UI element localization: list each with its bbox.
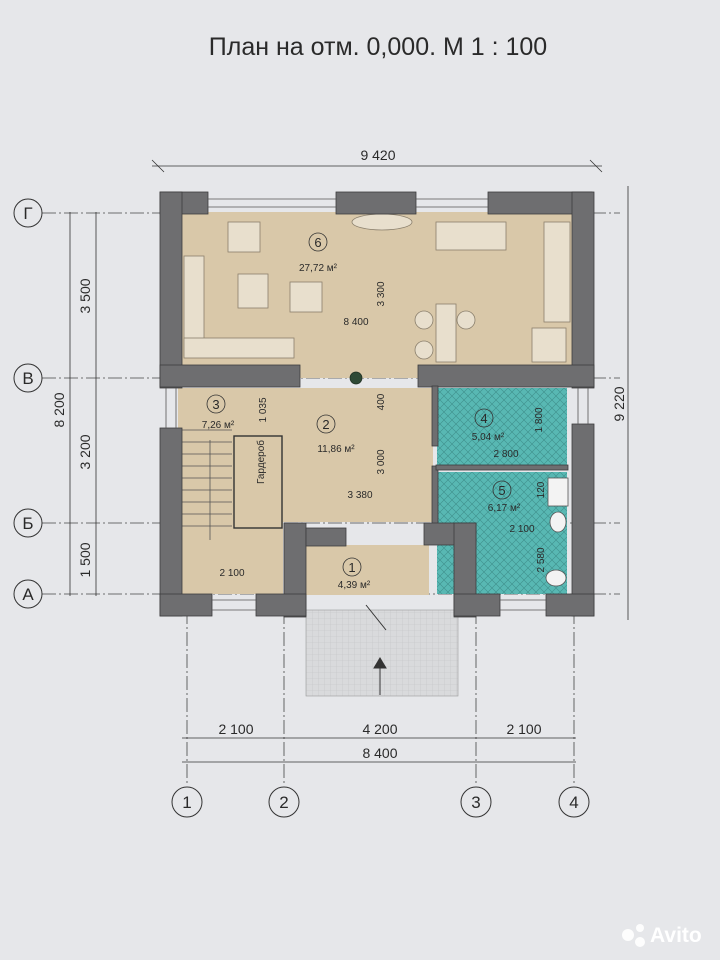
room-number-circles xyxy=(206,232,512,577)
column-axis-markers xyxy=(171,786,590,818)
room-3-dim-1035: 1 035 xyxy=(258,397,269,422)
axis-col-1: 1 xyxy=(182,793,191,812)
dim-left-1: 3 500 xyxy=(77,278,93,313)
dim-top-total: 9 420 xyxy=(360,147,395,163)
axis-row-a: А xyxy=(22,585,34,604)
room-5-dim-120: 120 xyxy=(536,481,547,498)
dim-bottom-1: 2 100 xyxy=(218,721,253,737)
wardrobe-label: Гардероб xyxy=(255,440,267,484)
room-5-dim-width: 2 100 xyxy=(509,524,534,535)
room-6-dim-height: 3 300 xyxy=(376,281,387,306)
dimension-lines xyxy=(69,159,629,763)
porch-steps xyxy=(305,609,459,697)
room-2-area: 11,86 м² xyxy=(317,444,355,455)
dim-left-3: 1 500 xyxy=(77,542,93,577)
room-2-number: 2 xyxy=(322,417,329,432)
axis-col-4: 4 xyxy=(569,793,578,812)
room-5-number: 5 xyxy=(498,483,505,498)
room-2-dim-width: 3 380 xyxy=(347,490,372,501)
dim-bottom-3: 2 100 xyxy=(506,721,541,737)
axis-col-2: 2 xyxy=(279,793,288,812)
walls xyxy=(159,191,595,618)
plan-title: План на отм. 0,000. М 1 : 100 xyxy=(209,33,547,61)
room-5-area: 6,17 м² xyxy=(488,503,521,514)
furniture xyxy=(183,213,571,363)
room-6-dim-width: 8 400 xyxy=(343,317,368,328)
staircase xyxy=(182,429,283,540)
axis-col-3: 3 xyxy=(471,793,480,812)
room-4-number: 4 xyxy=(480,411,487,426)
room-1-area: 4,39 м² xyxy=(338,580,371,591)
sanitary-fixtures xyxy=(349,371,569,587)
room-4-dim-width: 2 800 xyxy=(493,449,518,460)
windows xyxy=(165,198,589,611)
axis-row-v: В xyxy=(22,369,33,388)
room-1-number: 1 xyxy=(348,560,355,575)
axis-row-g: Г xyxy=(23,204,32,223)
room-4-dim-height: 1 800 xyxy=(534,407,545,432)
room-2-floor xyxy=(283,388,433,522)
room-3-area: 7,26 м² xyxy=(202,420,235,431)
room-6-area: 27,72 м² xyxy=(299,263,338,274)
room-6-number: 6 xyxy=(314,235,321,250)
dim-bottom-2: 4 200 xyxy=(362,721,397,737)
room-3-number: 3 xyxy=(212,397,219,412)
dim-bottom-total: 8 400 xyxy=(362,745,397,761)
room-2-dim-400: 400 xyxy=(376,393,387,410)
room-3-dim-width: 2 100 xyxy=(219,568,244,579)
room-5-dim-height: 2 580 xyxy=(536,547,547,572)
room-4-floor xyxy=(437,388,567,468)
avito-watermark: Avito xyxy=(622,924,702,947)
axis-row-b: Б xyxy=(22,514,33,533)
dim-right-total: 9 220 xyxy=(611,386,627,421)
watermark-text: Avito xyxy=(650,924,702,947)
room-3-floor xyxy=(178,388,283,594)
room-4-area: 5,04 м² xyxy=(472,432,505,443)
room-1-floor xyxy=(303,545,429,595)
dim-left-total: 8 200 xyxy=(51,392,67,427)
room-2-dim-height: 3 000 xyxy=(376,449,387,474)
dim-left-2: 3 200 xyxy=(77,434,93,469)
entrance-arrow xyxy=(365,604,387,695)
row-axis-markers xyxy=(13,198,43,609)
